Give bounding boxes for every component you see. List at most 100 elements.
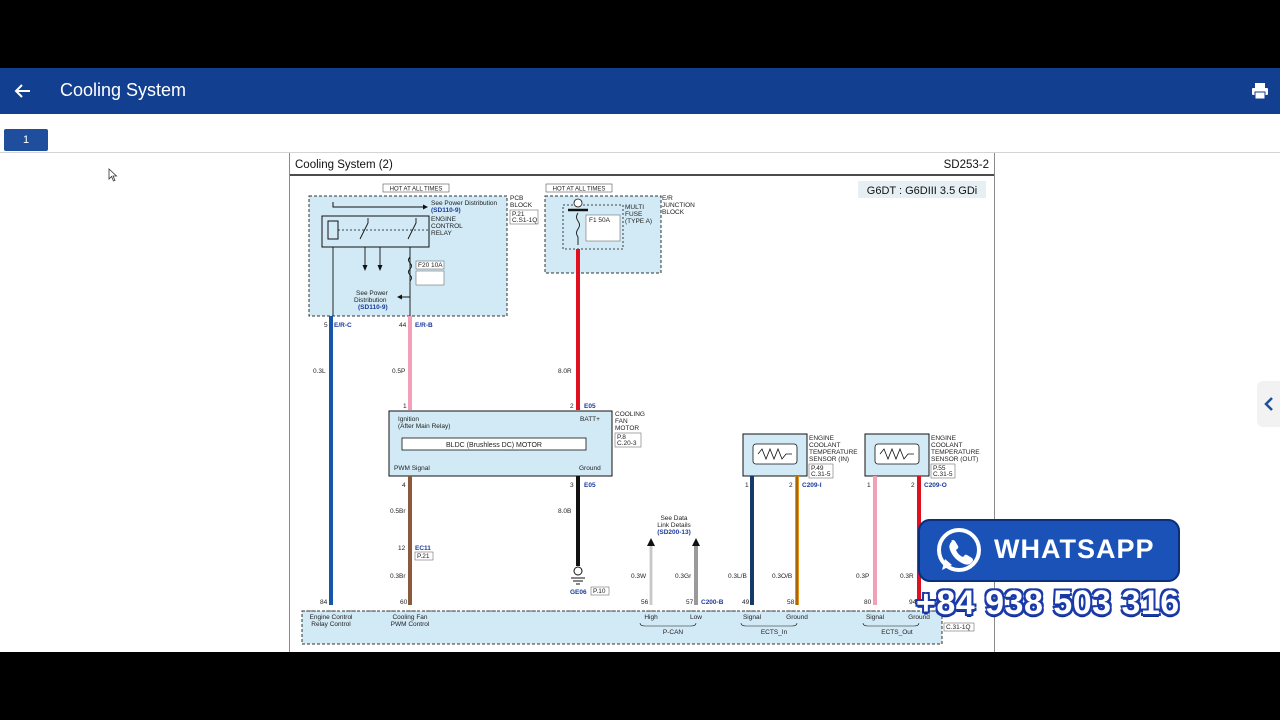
svg-text:94: 94 bbox=[909, 599, 917, 606]
svg-text:44: 44 bbox=[399, 322, 407, 329]
svg-text:BLOCK: BLOCK bbox=[510, 202, 533, 209]
side-panel-toggle[interactable] bbox=[1257, 381, 1280, 427]
svg-text:HOT AT ALL TIMES: HOT AT ALL TIMES bbox=[390, 187, 443, 193]
whatsapp-icon bbox=[937, 528, 981, 572]
svg-text:JUNCTION: JUNCTION bbox=[662, 202, 695, 209]
fuse-icon bbox=[415, 270, 445, 286]
whatsapp-button[interactable]: WHATSAPP bbox=[918, 519, 1180, 582]
svg-text:COOLANT: COOLANT bbox=[931, 442, 962, 449]
svg-text:E05: E05 bbox=[584, 482, 596, 489]
svg-text:Low: Low bbox=[690, 614, 702, 621]
svg-text:4: 4 bbox=[402, 482, 406, 489]
svg-text:60: 60 bbox=[400, 599, 408, 606]
svg-text:High: High bbox=[644, 614, 658, 621]
svg-text:0.3R: 0.3R bbox=[900, 573, 914, 580]
tab-page-1[interactable]: 1 bbox=[4, 129, 48, 151]
svg-text:C200-B: C200-B bbox=[701, 599, 724, 606]
svg-text:FUSE: FUSE bbox=[625, 211, 643, 218]
svg-text:49: 49 bbox=[742, 599, 750, 606]
svg-text:Ignition: Ignition bbox=[398, 416, 419, 423]
printer-icon bbox=[1252, 83, 1268, 100]
svg-text:Cooling Fan: Cooling Fan bbox=[392, 614, 427, 621]
svg-text:BLOCK: BLOCK bbox=[662, 209, 685, 216]
app-bar: Cooling System bbox=[0, 68, 1280, 114]
svg-text:Signal: Signal bbox=[743, 614, 762, 621]
motor-name: BLDC (Brushless DC) MOTOR bbox=[446, 442, 542, 449]
svg-text:Engine Control: Engine Control bbox=[310, 614, 354, 621]
svg-text:Relay Control: Relay Control bbox=[311, 621, 351, 628]
svg-text:C.31-5: C.31-5 bbox=[811, 471, 831, 478]
svg-text:E/R-C: E/R-C bbox=[334, 322, 352, 329]
svg-text:Ground: Ground bbox=[786, 614, 808, 621]
whatsapp-phone: +84 938 503 316 bbox=[916, 584, 1180, 622]
svg-text:8.0R: 8.0R bbox=[558, 368, 572, 375]
svg-text:COOLANT: COOLANT bbox=[809, 442, 840, 449]
svg-text:8.0B: 8.0B bbox=[558, 508, 571, 515]
svg-text:(After Main Relay): (After Main Relay) bbox=[398, 423, 450, 430]
svg-text:See Power: See Power bbox=[356, 290, 389, 297]
svg-text:(SD200-13): (SD200-13) bbox=[657, 529, 691, 536]
svg-text:80: 80 bbox=[864, 599, 872, 606]
svg-text:C.S1-1Q: C.S1-1Q bbox=[512, 217, 537, 224]
svg-text:BATT+: BATT+ bbox=[580, 416, 600, 423]
svg-text:SENSOR (IN): SENSOR (IN) bbox=[809, 456, 849, 463]
svg-text:ENGINE: ENGINE bbox=[431, 216, 457, 223]
svg-text:P.8: P.8 bbox=[617, 434, 626, 441]
svg-text:P.55: P.55 bbox=[933, 465, 946, 472]
page-title: Cooling System bbox=[60, 80, 187, 100]
svg-text:F1 50A: F1 50A bbox=[589, 217, 611, 224]
svg-text:GE06: GE06 bbox=[570, 589, 587, 596]
svg-text:HOT AT ALL TIMES: HOT AT ALL TIMES bbox=[553, 187, 606, 193]
svg-text:EC11: EC11 bbox=[415, 545, 431, 552]
svg-text:P.21: P.21 bbox=[512, 211, 525, 218]
svg-text:PWM Signal: PWM Signal bbox=[394, 465, 430, 472]
svg-text:0.5P: 0.5P bbox=[392, 368, 405, 375]
svg-text:C.20-3: C.20-3 bbox=[617, 440, 637, 447]
svg-text:ENGINE: ENGINE bbox=[809, 435, 835, 442]
svg-text:F20 10A: F20 10A bbox=[418, 262, 443, 269]
svg-text:ECTS_Out: ECTS_Out bbox=[881, 629, 913, 636]
svg-text:56: 56 bbox=[641, 599, 649, 606]
svg-text:Signal: Signal bbox=[866, 614, 885, 621]
mouse-cursor-icon bbox=[108, 168, 118, 182]
arrow-left-icon bbox=[14, 84, 30, 98]
back-button[interactable] bbox=[10, 78, 36, 104]
svg-text:SENSOR (OUT): SENSOR (OUT) bbox=[931, 456, 978, 463]
engine-badge-text: G6DT : G6DIII 3.5 GDi bbox=[867, 185, 977, 197]
engine-control-relay bbox=[321, 215, 430, 248]
svg-text:2: 2 bbox=[911, 482, 915, 489]
page-tabs: 1 bbox=[0, 114, 1280, 152]
svg-text:MOTOR: MOTOR bbox=[615, 425, 639, 432]
svg-text:E05: E05 bbox=[584, 403, 596, 410]
svg-text:0.3Br: 0.3Br bbox=[390, 573, 406, 580]
svg-text:E/R-B: E/R-B bbox=[415, 322, 433, 329]
chevron-left-icon bbox=[1263, 397, 1273, 411]
svg-text:84: 84 bbox=[320, 599, 328, 606]
svg-text:C209-O: C209-O bbox=[924, 482, 947, 489]
svg-text:(TYPE A): (TYPE A) bbox=[625, 218, 652, 225]
svg-text:0.3W: 0.3W bbox=[631, 573, 647, 580]
svg-text:(SD110-9): (SD110-9) bbox=[358, 304, 388, 311]
svg-text:E/R: E/R bbox=[662, 195, 673, 202]
svg-text:P.49: P.49 bbox=[811, 465, 824, 472]
print-button[interactable] bbox=[1248, 79, 1272, 103]
svg-text:2: 2 bbox=[789, 482, 793, 489]
svg-text:0.3L/B: 0.3L/B bbox=[728, 573, 747, 580]
svg-text:Ground: Ground bbox=[579, 465, 601, 472]
diagram-code: SD253-2 bbox=[944, 159, 989, 171]
svg-text:See Data: See Data bbox=[660, 515, 687, 522]
svg-text:5: 5 bbox=[324, 322, 328, 329]
svg-text:0.3L: 0.3L bbox=[313, 368, 326, 375]
svg-text:Distribution: Distribution bbox=[354, 297, 387, 304]
svg-text:0.3O/B: 0.3O/B bbox=[772, 573, 792, 580]
svg-text:0.3Gr: 0.3Gr bbox=[675, 573, 692, 580]
svg-text:58: 58 bbox=[787, 599, 795, 606]
svg-text:C209-I: C209-I bbox=[802, 482, 822, 489]
svg-text:1: 1 bbox=[403, 403, 407, 410]
svg-text:MULTI: MULTI bbox=[625, 204, 644, 211]
svg-text:1: 1 bbox=[867, 482, 871, 489]
svg-text:See Power Distribution: See Power Distribution bbox=[431, 200, 497, 207]
svg-text:CONTROL: CONTROL bbox=[431, 223, 463, 230]
svg-text:(SD110-9): (SD110-9) bbox=[431, 207, 461, 214]
wiring-diagram: Cooling System (2) SD253-2 G6DT : G6DIII… bbox=[289, 153, 995, 652]
